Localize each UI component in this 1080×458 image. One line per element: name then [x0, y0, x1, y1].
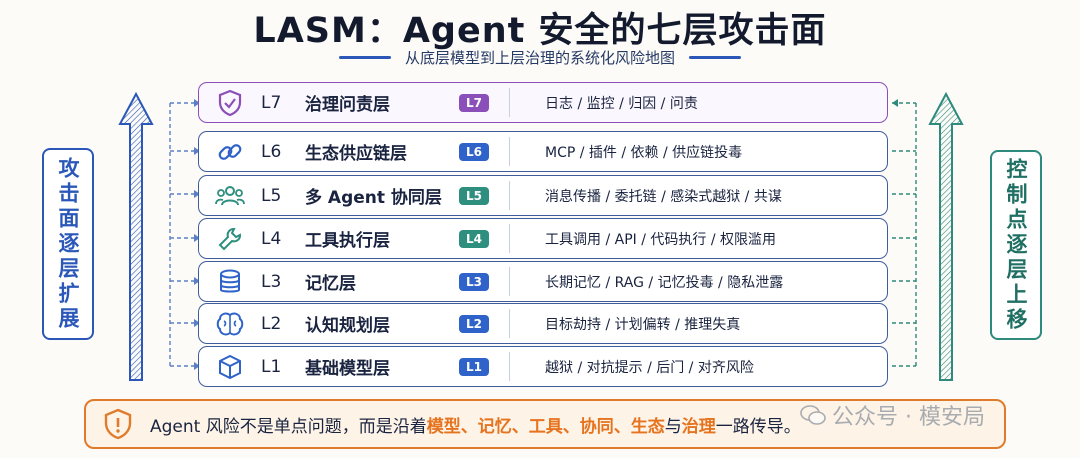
layer-name: 认知规划层	[305, 316, 390, 336]
layer-badge: L1	[459, 357, 489, 376]
footer-mid: 与	[664, 416, 682, 437]
layer-risks: MCP / 插件 / 依赖 / 供应链投毒	[545, 144, 743, 161]
footer-highlight-layers: 模型、记忆、工具、协同、生态	[426, 416, 665, 437]
database-icon	[199, 269, 261, 295]
chain-link-icon	[199, 138, 261, 166]
layer-name: 记忆层	[305, 274, 356, 294]
layer-badge: L4	[459, 229, 489, 248]
layer-risks: 长期记忆 / RAG / 记忆投毒 / 隐私泄露	[545, 274, 784, 291]
layer-name: 治理问责层	[305, 95, 390, 115]
divider	[509, 267, 510, 296]
layer-level: L6	[261, 141, 282, 162]
watermark: 公众号 · 模安局	[800, 399, 985, 431]
divider	[509, 309, 510, 338]
layer-badge: L6	[459, 142, 489, 161]
footer-prefix: Agent 风险不是单点问题，而是沿着	[150, 416, 427, 437]
right-up-arrow-icon	[928, 92, 964, 381]
wechat-icon	[800, 405, 826, 425]
brain-icon	[199, 311, 261, 337]
layer-l5: L5 多 Agent 协同层 L5 消息传播 / 委托链 / 感染式越狱 / 共…	[198, 175, 888, 216]
watermark-text: 公众号 · 模安局	[832, 405, 985, 430]
cube-icon	[199, 354, 261, 380]
layer-risks: 越狱 / 对抗提示 / 后门 / 对齐风险	[545, 359, 754, 376]
divider	[509, 181, 510, 210]
layer-risks: 工具调用 / API / 代码执行 / 权限滥用	[545, 231, 776, 248]
divider	[509, 224, 510, 253]
subtitle-left-rule	[338, 56, 391, 59]
subtitle-row: 从底层模型到上层治理的系统化风险地图	[0, 47, 1080, 68]
layer-l4: L4 工具执行层 L4 工具调用 / API / 代码执行 / 权限滥用	[198, 218, 888, 259]
divider	[509, 137, 510, 166]
layer-risks: 消息传播 / 委托链 / 感染式越狱 / 共谋	[545, 188, 782, 205]
layer-level: L3	[261, 271, 282, 292]
layer-l3: L3 记忆层 L3 长期记忆 / RAG / 记忆投毒 / 隐私泄露	[198, 261, 888, 302]
layer-l6: L6 生态供应链层 L6 MCP / 插件 / 依赖 / 供应链投毒	[198, 131, 888, 172]
layer-badge: L5	[459, 186, 489, 205]
divider	[509, 352, 510, 381]
layer-badge: L3	[459, 272, 489, 291]
layer-level: L4	[261, 228, 282, 249]
attack-surface-expansion-label: 攻击面逐层扩展	[42, 148, 94, 340]
layer-l2: L2 认知规划层 L2 目标劫持 / 计划偏转 / 推理失真	[198, 303, 888, 344]
subtitle: 从底层模型到上层治理的系统化风险地图	[404, 49, 675, 67]
layer-l7: L7 治理问责层 L7 日志 / 监控 / 归因 / 问责	[198, 82, 888, 123]
control-point-shift-label: 控制点逐层上移	[990, 150, 1042, 340]
layer-name: 多 Agent 协同层	[305, 188, 442, 208]
page-title: LASM：Agent 安全的七层攻击面	[253, 11, 827, 51]
shield-check-icon	[199, 89, 261, 117]
layer-risks: 目标劫持 / 计划偏转 / 推理失真	[545, 316, 741, 333]
warning-shield-icon	[86, 408, 150, 440]
footer-highlight-governance: 治理	[681, 416, 716, 437]
left-up-arrow-icon	[118, 92, 154, 381]
divider	[509, 88, 510, 117]
layer-level: L7	[261, 92, 282, 113]
layer-level: L2	[261, 313, 282, 334]
layer-level: L5	[261, 185, 282, 206]
layer-badge: L2	[459, 314, 489, 333]
subtitle-right-rule	[689, 56, 741, 59]
wrench-icon	[199, 226, 261, 252]
layer-name: 基础模型层	[305, 359, 390, 379]
users-icon	[199, 184, 261, 208]
layer-name: 生态供应链层	[305, 144, 407, 164]
footer-text: Agent 风险不是单点问题，而是沿着模型、记忆、工具、协同、生态与治理一路传导…	[150, 412, 801, 437]
layer-l1: L1 基础模型层 L1 越狱 / 对抗提示 / 后门 / 对齐风险	[198, 346, 888, 387]
footer-callout: Agent 风险不是单点问题，而是沿着模型、记忆、工具、协同、生态与治理一路传导…	[84, 399, 1006, 449]
layer-badge: L7	[459, 93, 489, 112]
layer-risks: 日志 / 监控 / 归因 / 问责	[545, 95, 698, 112]
footer-suffix: 一路传导。	[715, 416, 801, 437]
layer-name: 工具执行层	[305, 231, 390, 251]
layer-level: L1	[261, 356, 282, 377]
